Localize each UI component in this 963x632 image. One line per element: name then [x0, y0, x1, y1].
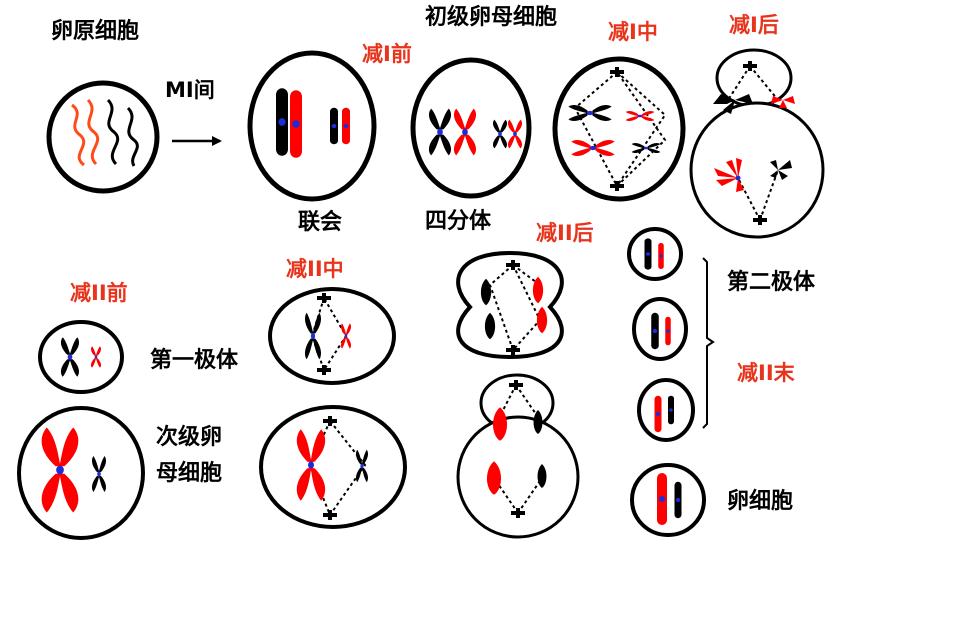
oogonium-cell — [46, 80, 160, 194]
oogonium-label: 卵原细胞 — [51, 19, 140, 44]
polar-body-brace — [702, 257, 715, 429]
anaphase-2-label: 减II后 — [536, 221, 594, 245]
first-polar-body-label: 第一极体 — [150, 348, 239, 373]
synapsis-label: 联会 — [298, 210, 343, 235]
second-polar-body-3 — [637, 378, 695, 442]
telophase-2-label: 减II末 — [737, 361, 795, 385]
anaphase-2-cell — [456, 250, 564, 360]
second-polar-body-label: 第二极体 — [727, 270, 816, 295]
prophase-1-label: 减I前 — [362, 42, 412, 66]
prophase-2-label: 减II前 — [70, 281, 128, 305]
metaphase-1-cell — [552, 56, 686, 202]
egg-cell — [630, 463, 706, 537]
synapsis-cell — [247, 50, 377, 202]
secondary-oocyte-label-line2: 母细胞 — [156, 461, 223, 486]
primary-oocyte-label: 初级卵母细胞 — [425, 5, 558, 30]
anaphase-2-oocyte-cell — [456, 373, 580, 539]
secondary-oocyte-label-line1: 次级卵 — [156, 425, 223, 450]
metaphase-2-polar-cell — [268, 287, 396, 385]
tetrad-label: 四分体 — [425, 209, 492, 234]
second-polar-body-1 — [627, 227, 683, 281]
interphase-label: MI间 — [165, 78, 215, 102]
second-polar-body-2 — [632, 297, 688, 361]
anaphase-1-label: 减I后 — [729, 13, 779, 37]
interphase-arrow — [172, 136, 222, 146]
tetrad-cell — [410, 57, 532, 199]
secondary-oocyte-cell — [17, 406, 145, 540]
metaphase-2-oocyte-cell — [259, 405, 407, 529]
first-polar-body-cell — [38, 320, 124, 394]
metaphase-2-label: 减II中 — [286, 257, 344, 281]
metaphase-1-label: 减I中 — [608, 20, 658, 44]
egg-cell-label: 卵细胞 — [727, 489, 794, 514]
anaphase-1-cell — [689, 48, 825, 239]
